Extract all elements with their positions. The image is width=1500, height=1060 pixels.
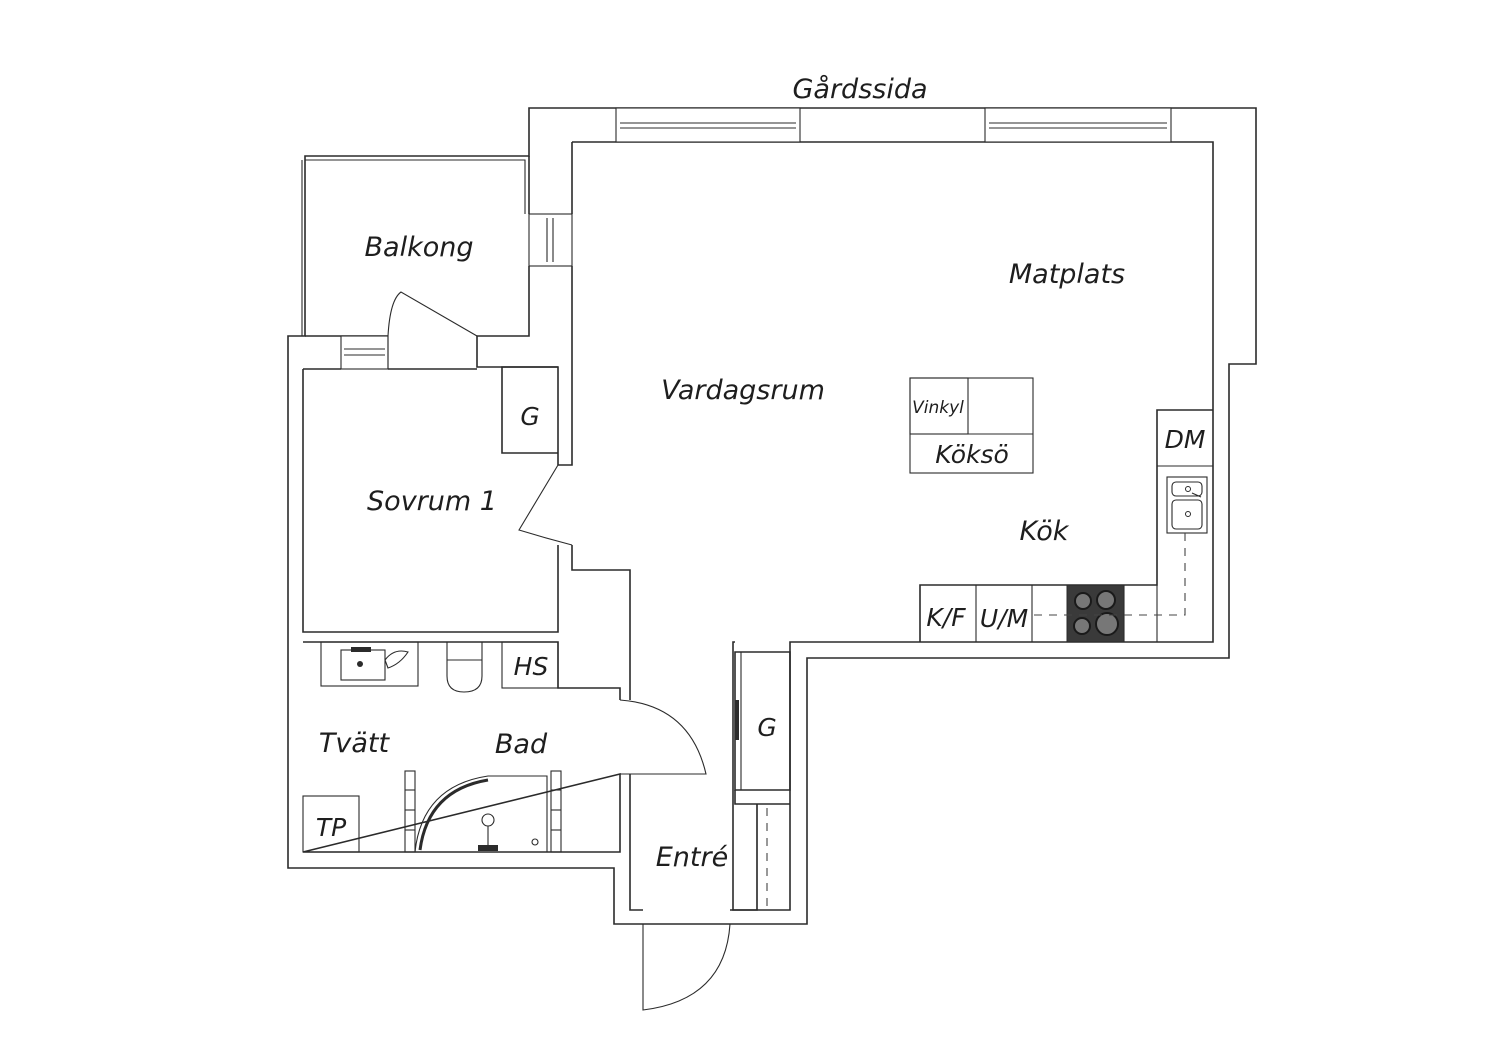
bedroom-door-swing [518,464,573,546]
window-bedroom [340,335,389,370]
label-balcony: Balkong [365,232,474,263]
window-dining [984,107,1172,143]
living-inner-wall [572,141,1214,911]
label-dishwasher: DM [1165,425,1206,454]
hat-shelf-box [501,641,559,689]
label-hat-shelf: HS [514,652,549,681]
kitchen-fixtures [909,377,1213,643]
balcony-door-swing [387,291,478,369]
kitchen-sink [1166,476,1208,534]
dryer-box [302,795,360,853]
label-dining: Matplats [1009,259,1125,290]
windows [340,107,1172,370]
label-oven-microwave: U/M [980,604,1028,633]
hall-fixtures [735,652,768,910]
label-wardrobe-bedroom: G [520,402,539,431]
label-bedroom: Sovrum 1 [367,486,497,517]
window-living-left [615,107,801,143]
doors [387,291,731,1011]
label-laundry: Tvätt [319,728,391,759]
entrance-door-swing [642,923,731,1011]
label-entrance: Entré [656,842,728,873]
balcony-rail [301,159,526,336]
label-fridge-freezer: K/F [926,603,966,632]
label-dryer: TP [316,813,347,842]
label-living-room: Vardagsrum [661,375,825,406]
bathroom-door-swing [619,699,707,775]
window-balcony-side [528,213,573,267]
label-wine-cooler: Vinkyl [912,398,964,418]
label-bath: Bad [495,729,548,760]
labels: Gårdssida Balkong Matplats Vardagsrum G … [316,74,1206,873]
label-courtyard-side: Gårdssida [792,74,927,105]
hall-wardrobe-wall [734,651,791,791]
bathroom-sink-counter [320,641,419,687]
toilet-icon [446,641,483,693]
upper-cabinet-line [1032,533,1186,616]
label-kitchen: Kök [1020,516,1070,547]
washbasin-tap [384,650,409,669]
label-wardrobe-hall: G [757,713,776,742]
bedroom-wall [302,368,559,633]
living-left-wall [501,142,631,700]
bathroom-fixtures [302,641,562,853]
label-kitchen-island: Köksö [935,440,1009,469]
cooktop [1066,584,1125,643]
shower-icon [404,770,562,853]
